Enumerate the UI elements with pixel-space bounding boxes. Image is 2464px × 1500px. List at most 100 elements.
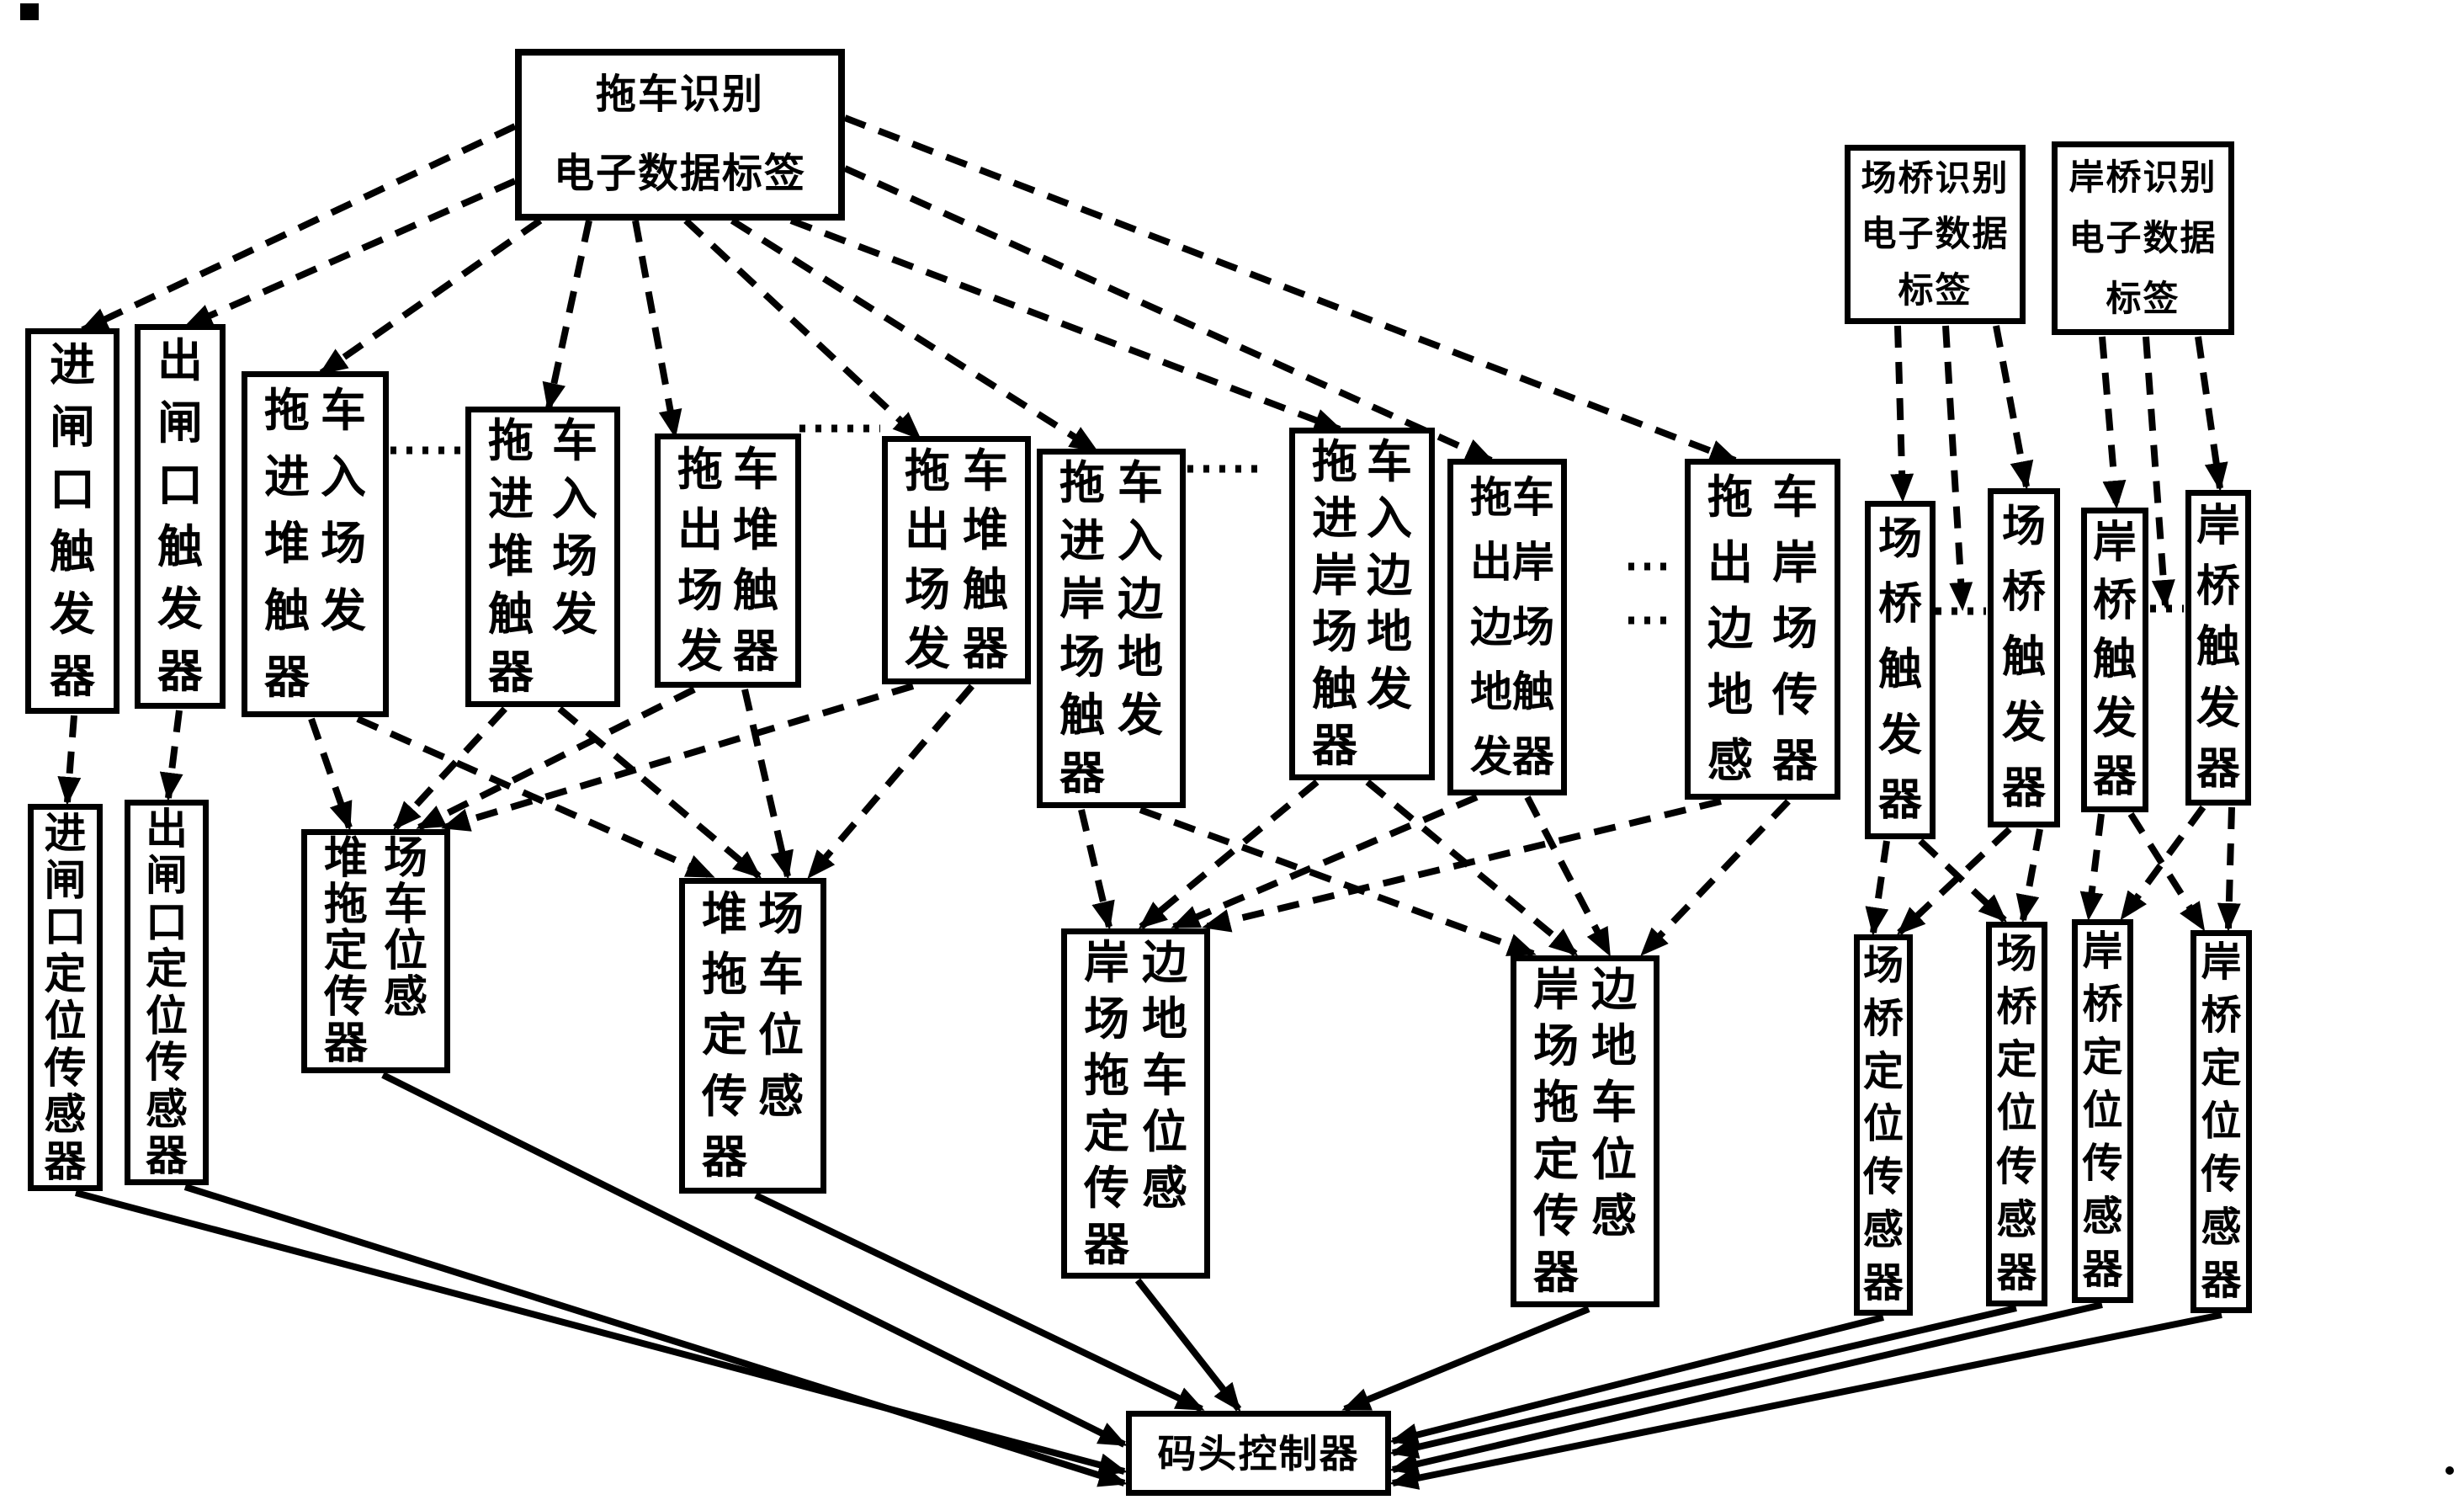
- box-text-line: 场: [2001, 502, 2046, 551]
- box-quay-crane-trigger-2: 岸桥触发器: [2185, 490, 2251, 806]
- box-yard-crane-position-sensor-2: 场桥定位传感器: [1986, 922, 2047, 1306]
- box-text-line: 器: [2092, 753, 2137, 802]
- dashed-connection-line: [1365, 779, 1579, 957]
- box-text-line: 感: [2082, 1194, 2123, 1240]
- box-text-line: 出岸: [1470, 538, 1554, 586]
- dashed-connection-line: [1942, 325, 1973, 611]
- box-text-line: 器: [146, 1132, 188, 1180]
- box-text-line: 拖车: [1533, 1077, 1637, 1129]
- box-text-line: 定: [1862, 1049, 1904, 1094]
- dashed-connection-line: [1897, 827, 2012, 935]
- dashed-connection-line: [183, 178, 517, 329]
- box-text-line: 场地: [1312, 607, 1412, 658]
- dashed-connection-line: [683, 218, 921, 440]
- box-quay-crane-position-sensor-2: 岸桥定位传感器: [2191, 930, 2252, 1313]
- box-text-line: 拖车: [1707, 472, 1818, 524]
- solid-connection-line: [1389, 1314, 1884, 1447]
- box-yard-crane-id-tag: 场桥识别电子数据标签: [1845, 145, 2026, 324]
- box-text-line: 位: [44, 997, 87, 1045]
- solid-connection-line: [74, 1189, 1128, 1476]
- box-trailer-enter-quayside-trigger-1: 拖车进入岸边场地触发器: [1037, 449, 1186, 808]
- dashed-connection-line: [741, 689, 794, 880]
- box-quay-crane-id-tag: 岸桥识别电子数据标签: [2052, 141, 2234, 335]
- box-text-line: 器: [2196, 744, 2240, 794]
- box-text-line: 闸: [146, 852, 188, 900]
- box-text-line: 触发: [264, 585, 366, 636]
- box-text-line: 发: [157, 584, 203, 636]
- box-text-line: 桥: [1877, 580, 1922, 630]
- scan-artifact-mark: [20, 3, 39, 20]
- box-text-line: 定位: [702, 1010, 804, 1061]
- box-text-line: 触发: [1059, 689, 1163, 741]
- solid-connection-line: [754, 1192, 1205, 1412]
- box-text-line: 岸: [2092, 518, 2137, 567]
- box-text-line: 出岸: [1707, 538, 1818, 589]
- box-text-line: 场桥识别: [1861, 158, 2010, 199]
- box-text-line: 拖车识别: [595, 72, 764, 117]
- box-trailer-exit-quayside-trigger: 拖车出岸边场地触发器: [1447, 459, 1567, 795]
- box-text-line: 发: [2196, 684, 2240, 733]
- box-text-line: 发器: [677, 626, 778, 677]
- box-text-line: 感器: [1707, 735, 1818, 786]
- box-text-line: 传: [2082, 1141, 2123, 1187]
- box-text-line: 岸桥识别: [2068, 157, 2217, 197]
- box-text-line: 拖车: [1084, 1050, 1187, 1101]
- dashed-connection-line: [356, 715, 715, 880]
- box-text-line: 场: [1877, 514, 1922, 564]
- box-trailer-exit-quayside-sensor: 拖车出岸边场地传感器: [1685, 459, 1840, 800]
- box-text-line: 发: [2001, 699, 2046, 748]
- box-text-line: 口: [157, 460, 203, 511]
- dashed-connection-line: [806, 684, 975, 880]
- box-text-line: 器: [1862, 1260, 1904, 1306]
- dashed-connection-line: [318, 217, 543, 376]
- box-text-line: 触: [2001, 633, 2046, 683]
- dashed-connection-line: [2119, 805, 2206, 921]
- box-text-line: 拖车: [905, 446, 1008, 497]
- box-text-line: 拖车: [1059, 458, 1163, 509]
- box-text-line: 发器: [905, 623, 1008, 674]
- dashed-connection-line: [1202, 798, 1722, 933]
- box-text-line: 器: [324, 1019, 369, 1069]
- box-text-line: 岸: [2196, 502, 2240, 551]
- box-text-line: 感: [146, 1085, 188, 1133]
- box-text-line: 触: [50, 527, 95, 577]
- box-text-line: 传感: [324, 973, 427, 1023]
- dashed-connection-line: [1993, 325, 2034, 490]
- box-gate-in-position-sensor: 进闸口定位传感器: [28, 804, 103, 1191]
- dashed-connection-line: [1640, 799, 1791, 956]
- solid-connection-line: [183, 1184, 1128, 1487]
- box-text-line: 发: [50, 589, 95, 640]
- box-text-line: 感: [1996, 1198, 2037, 1243]
- box-text-line: 标签: [2106, 279, 2180, 318]
- dashed-connection-line: [2079, 813, 2105, 921]
- box-text-line: 标签: [1898, 269, 1973, 310]
- dashed-connection-line: [2195, 336, 2228, 492]
- box-text-line: 传: [44, 1044, 87, 1092]
- dashed-connection-line: [789, 217, 1343, 433]
- box-text-line: 触: [2196, 623, 2240, 673]
- box-text-line: 场地: [1084, 993, 1187, 1045]
- box-text-line: 岸边: [1059, 574, 1163, 625]
- box-text-line: 拖车: [264, 385, 366, 436]
- solid-connection-line: [1389, 1305, 2017, 1459]
- box-text-line: 定: [2201, 1045, 2242, 1091]
- box-text-line: 边场: [1707, 604, 1818, 655]
- box-yard-trailer-position-sensor-2: 堆场拖车定位传感器: [679, 878, 826, 1194]
- box-text-line: 闸: [50, 402, 95, 453]
- box-text-line: 定: [146, 945, 188, 993]
- box-text-line: 传: [1862, 1155, 1904, 1200]
- box-text-line: 地触: [1470, 668, 1554, 716]
- box-text-line: 感: [1862, 1207, 1904, 1253]
- box-text-line: 出堆: [905, 505, 1008, 556]
- box-text-line: 触: [157, 522, 203, 573]
- dashed-connection-line: [57, 715, 82, 806]
- box-text-line: 进入: [488, 473, 597, 524]
- box-text-line: 触: [2092, 635, 2137, 684]
- box-text-line: 器: [1312, 721, 1357, 772]
- box-text-line: 器: [264, 652, 310, 704]
- solid-connection-line: [1341, 1306, 1590, 1412]
- box-text-line: 口: [146, 898, 188, 946]
- box-text-line: 桥: [2201, 992, 2242, 1038]
- dashed-connection-line: [159, 710, 183, 801]
